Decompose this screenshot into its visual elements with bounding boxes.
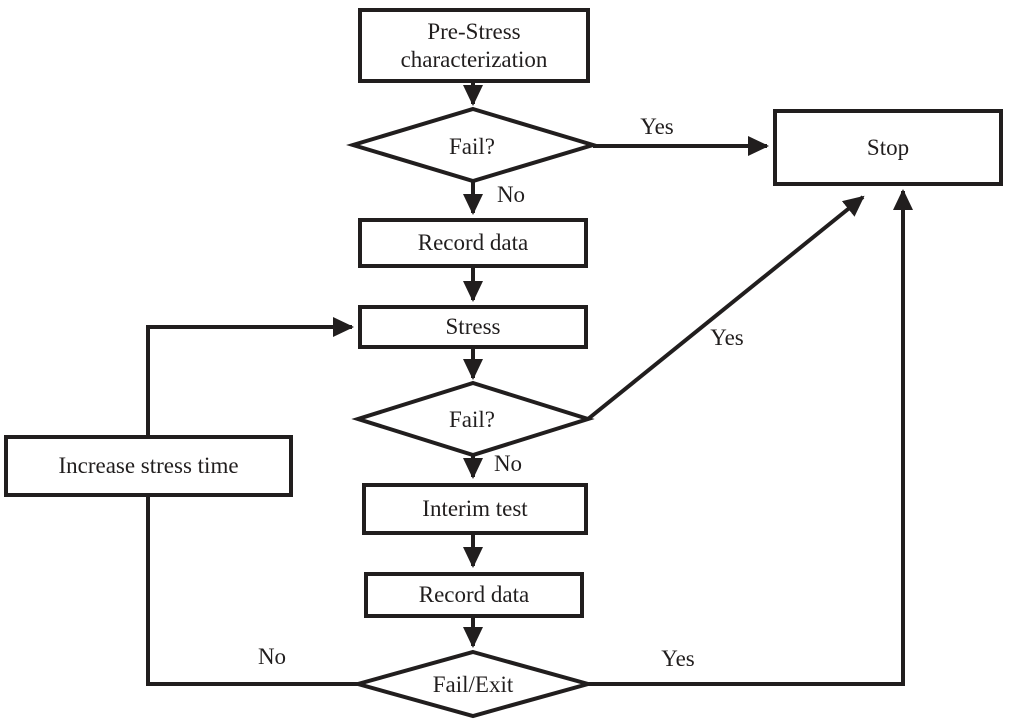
node-fail1-diamond [346, 106, 600, 184]
node-fail-exit-diamond [350, 649, 596, 719]
node-label-fail2: Fail? [449, 407, 495, 432]
edge-label-fail1-yes: Yes [640, 114, 674, 139]
node-interim-test: Interim test [362, 483, 588, 535]
edge-label-fail-exit-no: No [257, 644, 287, 669]
node-label-stop: Stop [866, 134, 910, 160]
node-label-interim-test: Interim test [422, 496, 528, 522]
edge-label-fail1-no: No [496, 182, 526, 207]
node-label-fail1: Fail? [449, 134, 495, 159]
connector-failexit-no-to-stress [146, 317, 358, 686]
edge-label-fail2-no: No [493, 451, 523, 476]
connector-failexit-yes-to-stop [588, 189, 913, 686]
node-label-stress: Stress [445, 314, 501, 340]
node-label-record-data-2: Record data [418, 582, 530, 608]
connector-fail2-yes-to-stop [586, 195, 865, 421]
edge-label-fail2-yes: Yes [710, 325, 744, 350]
node-record-data-1: Record data [358, 218, 588, 268]
node-stop: Stop [773, 109, 1003, 186]
edge-label-fail-exit-yes: Yes [661, 646, 695, 671]
node-record-data-2: Record data [364, 572, 584, 618]
node-label-record-data-1: Record data [417, 230, 529, 256]
node-pre-stress-characterization: Pre-Stress characterization [358, 8, 590, 83]
node-increase-stress-time: Increase stress time [4, 435, 293, 497]
node-stress: Stress [358, 305, 588, 349]
node-fail2-diamond [351, 380, 595, 458]
node-label-pre-stress: Pre-Stress characterization [400, 19, 548, 72]
node-label-increase-stress-time: Increase stress time [58, 453, 239, 479]
node-label-fail-exit: Fail/Exit [432, 672, 514, 697]
